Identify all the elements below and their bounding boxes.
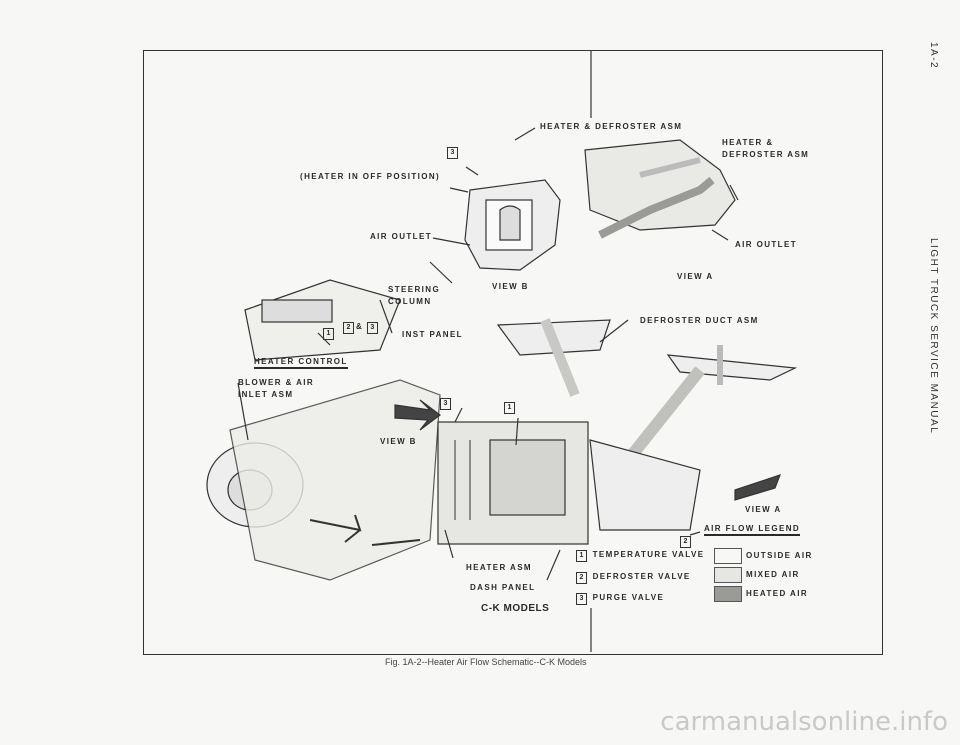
- figure-frame: [143, 50, 883, 655]
- callout-3-main: 3: [440, 398, 453, 410]
- label-steering-1: STEERING: [388, 285, 441, 294]
- label-blower-2: INLET ASM: [238, 390, 294, 399]
- callout-1-heater-control: 1: [323, 328, 336, 340]
- callout-1-main: 1: [504, 402, 517, 414]
- legend-swatch-outside-air: [714, 548, 742, 564]
- valve-1: 1 TEMPERATURE VALVE: [576, 550, 704, 562]
- watermark: carmanualsonline.info: [660, 707, 948, 737]
- callout-3-view-b: 3: [447, 147, 460, 159]
- label-heater-defroster-asm-right-1: HEATER &: [722, 138, 774, 147]
- label-models: C-K MODELS: [481, 603, 550, 614]
- manual-title: LIGHT TRUCK SERVICE MANUAL: [928, 238, 939, 435]
- label-steering-2: COLUMN: [388, 297, 432, 306]
- label-heater-off-position: (HEATER IN OFF POSITION): [300, 172, 441, 181]
- label-view-a-mid: VIEW A: [745, 505, 782, 514]
- label-heater-defroster-asm-top: HEATER & DEFROSTER ASM: [540, 122, 683, 131]
- label-heater-defroster-asm-right-2: DEFROSTER ASM: [722, 150, 810, 159]
- label-view-b-mid: VIEW B: [380, 437, 417, 446]
- air-flow-legend-title: AIR FLOW LEGEND: [704, 524, 801, 536]
- callout-2-main: 2: [680, 536, 693, 548]
- legend-swatch-mixed-air: [714, 567, 742, 583]
- label-heater-asm: HEATER ASM: [466, 563, 532, 572]
- legend-heated-air: HEATED AIR: [746, 589, 808, 598]
- label-view-a-top: VIEW A: [677, 272, 714, 281]
- legend-swatch-heated-air: [714, 586, 742, 602]
- page-number: 1A-2: [928, 42, 939, 70]
- label-defroster-duct-asm: DEFROSTER DUCT ASM: [640, 316, 759, 325]
- figure-caption: Fig. 1A-2--Heater Air Flow Schematic--C-…: [385, 657, 587, 667]
- label-inst-panel: INST PANEL: [402, 330, 463, 339]
- label-heater-control: HEATER CONTROL: [254, 357, 348, 369]
- label-air-outlet-left: AIR OUTLET: [370, 232, 432, 241]
- valve-2: 2 DEFROSTER VALVE: [576, 572, 691, 584]
- label-blower-1: BLOWER & AIR: [238, 378, 315, 387]
- label-view-b-top: VIEW B: [492, 282, 529, 291]
- label-dash-panel: DASH PANEL: [470, 583, 536, 592]
- legend-outside-air: OUTSIDE AIR: [746, 551, 813, 560]
- valve-3: 3 PURGE VALVE: [576, 593, 664, 605]
- callout-2-3-heater-control: 2& 3: [343, 322, 380, 334]
- label-air-outlet-right: AIR OUTLET: [735, 240, 797, 249]
- legend-mixed-air: MIXED AIR: [746, 570, 800, 579]
